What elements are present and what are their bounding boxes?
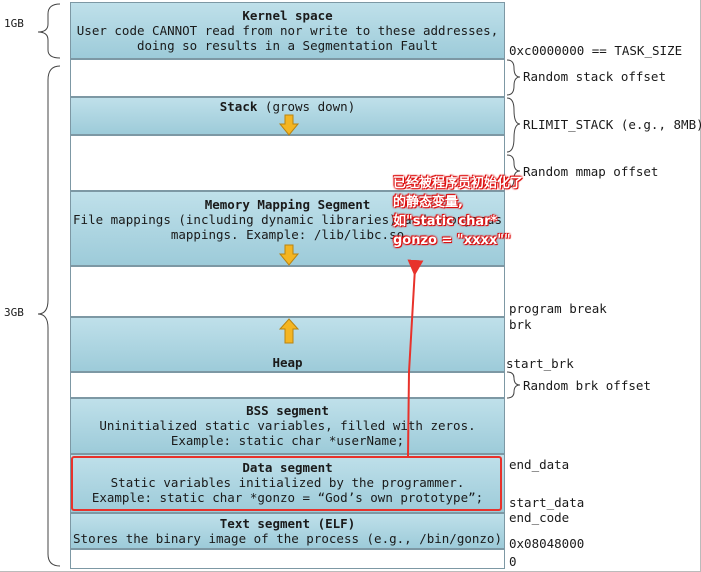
data-title: Data segment	[242, 460, 333, 475]
random-brk-gap	[70, 372, 505, 398]
data-line1: Static variables initialized by the prog…	[110, 475, 465, 490]
bss-line1: Uninitialized static variables, filled w…	[99, 418, 476, 433]
kernel-line1: User code CANNOT read from nor write to …	[76, 23, 499, 38]
label-end-data: end_data	[509, 457, 570, 472]
mmap-title: Memory Mapping Segment	[204, 197, 371, 212]
data-segment-highlight	[71, 456, 502, 511]
kernel-space-segment: Kernel space User code CANNOT read from …	[70, 2, 505, 59]
label-end-code: end_code	[509, 510, 570, 525]
right-braces	[506, 59, 521, 399]
label-3gb: 3GB	[4, 306, 24, 319]
label-start-brk: start_brk	[506, 356, 574, 371]
data-segment: Data segment Static variables initialize…	[70, 454, 505, 513]
text-line1: Stores the binary image of the process (…	[73, 531, 502, 546]
annotation-line2: 的静态变量,	[393, 195, 463, 210]
heap-title: Heap	[272, 355, 303, 370]
mmap-grow-down-arrow-icon	[278, 244, 300, 266]
label-1gb: 1GB	[4, 17, 24, 30]
brace-random-mmap	[506, 154, 521, 189]
annotation-line1: 已经被程序员初始化了	[393, 176, 524, 191]
mmap-line2: mappings. Example: /lib/libc.so	[170, 227, 405, 242]
label-brk: brk	[509, 317, 532, 332]
stack-suffix: (grows down)	[257, 99, 356, 114]
kernel-line2: doing so results in a Segmentation Fault	[136, 38, 439, 53]
brace-random-stack	[506, 59, 521, 96]
stack-free-gap	[70, 135, 505, 191]
chinese-annotation: 已经被程序员初始化了 的静态变量, 如"static char* gonzo =…	[393, 174, 523, 250]
bss-line2: Example: static char *userName;	[170, 433, 405, 448]
label-rlimit-stack: RLIMIT_STACK (e.g., 8MB)	[523, 117, 701, 132]
label-program-break: program break	[509, 301, 607, 316]
label-zero-address: 0	[509, 554, 517, 569]
bottom-gap	[70, 549, 505, 569]
random-stack-gap	[70, 59, 505, 97]
stack-grow-down-arrow-icon	[278, 114, 300, 136]
left-braces	[37, 3, 61, 567]
brace-random-brk	[506, 371, 521, 399]
heap-grow-up-arrow-icon	[278, 318, 300, 344]
annotation-line4: gonzo = "xxxx""	[393, 233, 511, 248]
bss-title: BSS segment	[246, 403, 329, 418]
mmap-line1: File mappings (including dynamic librari…	[73, 212, 502, 227]
brace-1gb	[37, 3, 61, 59]
brace-3gb	[37, 65, 61, 567]
kernel-title: Kernel space	[242, 8, 333, 23]
label-random-mmap-offset: Random mmap offset	[523, 164, 659, 179]
text-segment: Text segment (ELF) Stores the binary ima…	[70, 513, 505, 549]
label-random-brk-offset: Random brk offset	[523, 378, 651, 393]
brace-rlimit	[506, 97, 521, 153]
data-line2: Example: static char *gonzo = “God’s own…	[91, 490, 484, 505]
bss-segment: BSS segment Uninitialized static variabl…	[70, 398, 505, 454]
label-text-start-address: 0x08048000	[509, 536, 585, 551]
label-start-data: start_data	[509, 495, 585, 510]
stack-title: Stack	[219, 99, 258, 114]
text-title: Text segment (ELF)	[219, 516, 356, 531]
annotation-line3: 如"static char*	[393, 214, 498, 229]
label-task-size: 0xc0000000 == TASK_SIZE	[509, 43, 683, 58]
mmap-heap-gap	[70, 266, 505, 317]
label-random-stack-offset: Random stack offset	[523, 69, 666, 84]
